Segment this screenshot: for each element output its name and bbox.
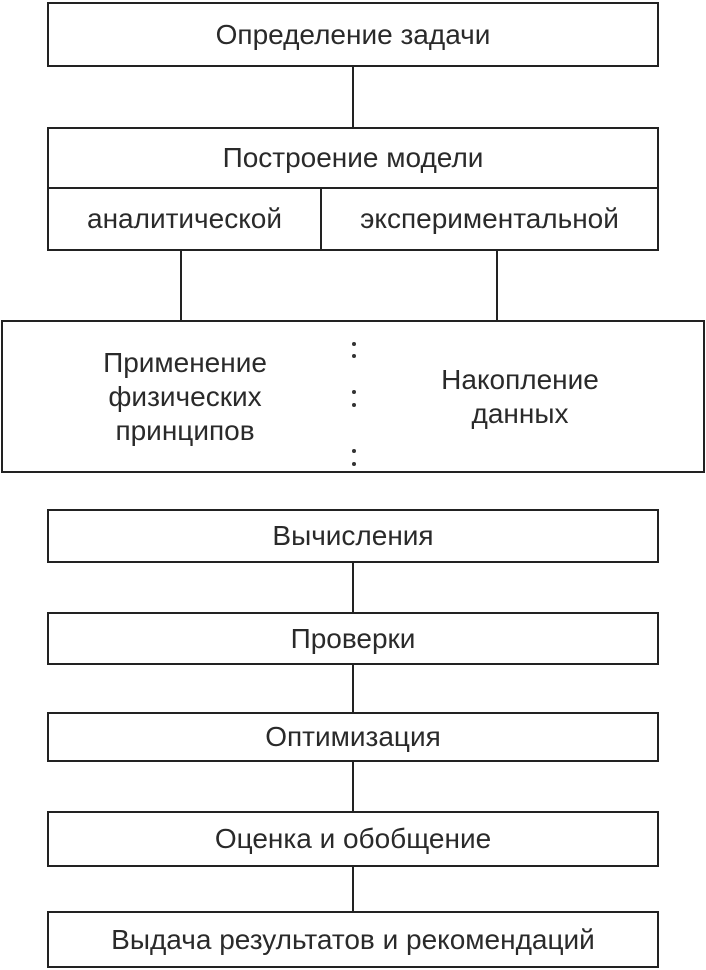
connector-checks-to-optimization: [352, 665, 354, 712]
methods-box: [1, 320, 705, 473]
model-building-box: [47, 127, 659, 251]
checks-box: [47, 612, 659, 665]
model-building-label: Построение модели: [222, 142, 484, 173]
separator-dot-4: [352, 403, 356, 407]
results-label: Выдача результатов и рекомендаций: [111, 923, 595, 955]
connector-evaluation-to-results: [352, 867, 354, 911]
evaluation-label: Оценка и обобщение: [214, 823, 492, 854]
calculations-label: Вычисления: [272, 520, 434, 551]
separator-dot-1: [352, 342, 356, 346]
connector-calculations-to-checks: [352, 563, 354, 612]
separator-dot-6: [352, 462, 356, 466]
physical-principles-label: Применение физических принципов: [103, 346, 267, 446]
separator-dot-5: [352, 449, 356, 453]
data-accumulation-label: Накопление данных: [441, 363, 599, 429]
problem-definition-label: Определение задачи: [215, 18, 491, 50]
optimization-label: Оптимизация: [265, 721, 441, 752]
problem-definition-box: [47, 2, 659, 67]
experimental-model-label: экспериментальной: [360, 203, 619, 234]
analytical-model-label: аналитической: [87, 203, 282, 234]
model-building-split: [320, 187, 322, 251]
evaluation-box: [47, 811, 659, 867]
connector-analytical-to-principles: [180, 251, 182, 320]
separator-dot-3: [352, 390, 356, 394]
calculations-box: [47, 509, 659, 563]
connector-experimental-to-data: [496, 251, 498, 320]
separator-dot-2: [352, 354, 356, 358]
model-building-divider: [47, 187, 659, 189]
connector-definition-to-model: [352, 67, 354, 127]
results-box: [47, 911, 659, 968]
checks-label: Проверки: [290, 622, 416, 654]
optimization-box: [47, 712, 659, 762]
connector-optimization-to-evaluation: [352, 762, 354, 811]
